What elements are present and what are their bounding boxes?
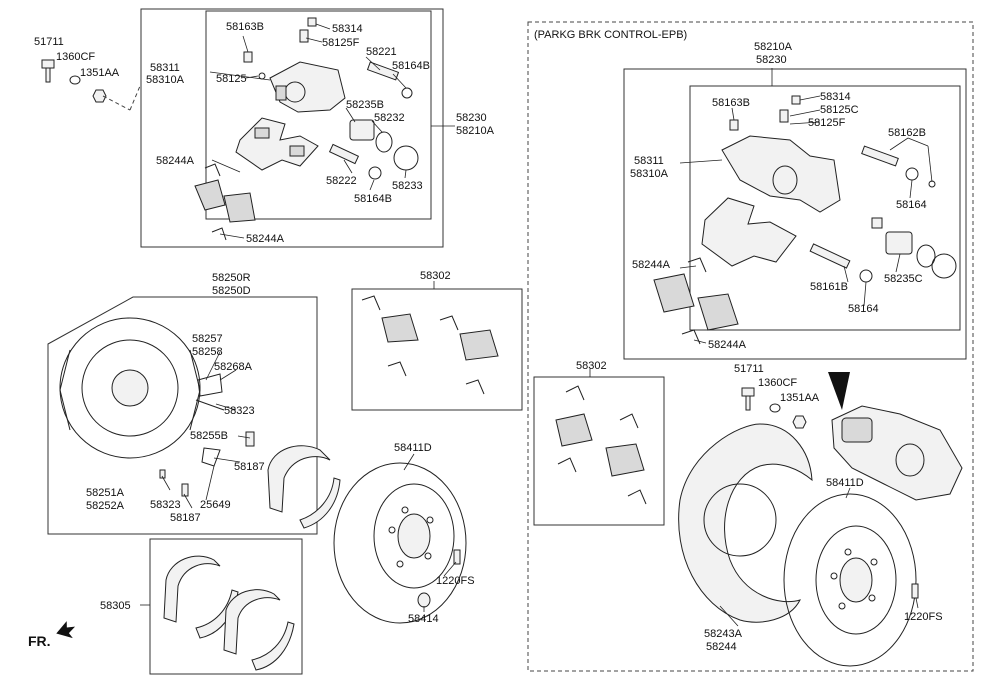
- label-front: FR.: [28, 633, 51, 649]
- label-58323-2: 58323: [150, 499, 181, 511]
- epb-caliper-assembly: [828, 372, 963, 501]
- label-58268a: 58268A: [214, 361, 253, 373]
- drum-brake-box: [47, 296, 318, 535]
- label-58210a-epb: 58210A: [754, 41, 793, 53]
- part-labels: 51711 1360CF 1351AA 58163B 58314 58125F …: [28, 21, 943, 653]
- label-58310a-epb: 58310A: [630, 168, 669, 180]
- label-58305: 58305: [100, 600, 131, 612]
- carrier-bracket-left: [235, 117, 319, 171]
- label-58252a: 58252A: [86, 500, 125, 512]
- label-58414: 58414: [408, 613, 439, 625]
- front-direction-arrow: [56, 621, 76, 639]
- label-58323: 58323: [224, 405, 255, 417]
- caliper-body-right: [721, 135, 841, 213]
- label-58244a-epb-2: 58244A: [708, 339, 747, 351]
- label-58164-epb: 58164: [896, 199, 927, 211]
- label-58255b: 58255B: [190, 430, 228, 442]
- label-58232: 58232: [374, 112, 405, 124]
- label-58250r: 58250R: [212, 272, 251, 284]
- label-58411d: 58411D: [394, 442, 432, 454]
- label-58164-epb-2: 58164: [848, 303, 879, 315]
- mounting-bolts-left: [41, 59, 141, 111]
- epb-dashed-box: [527, 21, 974, 672]
- label-58314-epb: 58314: [820, 91, 851, 103]
- label-58221: 58221: [366, 46, 397, 58]
- caliper-body-left: [269, 61, 346, 113]
- shoes-box: [140, 538, 303, 675]
- label-58187: 58187: [234, 461, 265, 473]
- label-58125c: 58125C: [820, 104, 859, 116]
- label-58244a: 58244A: [156, 155, 195, 167]
- brake-pads-right: [653, 257, 739, 345]
- label-25649: 25649: [200, 499, 231, 511]
- backing-plate: [59, 317, 201, 459]
- pad-kit-box-right: [533, 369, 665, 526]
- label-1351aa-epb: 1351AA: [780, 392, 820, 404]
- label-1360cf-epb: 1360CF: [758, 377, 797, 389]
- label-epb-title: (PARKG BRK CONTROL-EPB): [534, 29, 687, 41]
- parking-brake-group-left: [47, 296, 341, 535]
- label-58302: 58302: [420, 270, 451, 282]
- label-51711: 51711: [34, 36, 64, 48]
- label-58235b: 58235B: [346, 99, 384, 111]
- label-58302-epb: 58302: [576, 360, 607, 372]
- parking-shoes-in-drum-box: [267, 445, 341, 529]
- label-58243a: 58243A: [704, 628, 743, 640]
- label-58244: 58244: [706, 641, 737, 653]
- label-1220fs-epb: 1220FS: [904, 611, 943, 623]
- epb-outer-box: [623, 68, 967, 360]
- label-58125f-epb: 58125F: [808, 117, 846, 129]
- epb-group-right: [527, 21, 974, 672]
- label-58250d: 58250D: [212, 285, 251, 297]
- label-58164b: 58164B: [392, 60, 430, 72]
- caliper-small-parts-right: [729, 95, 957, 283]
- label-58311-epb: 58311: [634, 155, 664, 167]
- label-51711-epb: 51711: [734, 363, 764, 375]
- label-58257: 58257: [192, 333, 223, 345]
- label-58311: 58311: [150, 62, 180, 74]
- caliper-outer-box: [140, 8, 444, 248]
- label-58411d-epb: 58411D: [826, 477, 864, 489]
- label-58210a: 58210A: [456, 125, 495, 137]
- label-58187-2: 58187: [170, 512, 201, 524]
- leaders-drum: [161, 351, 251, 509]
- label-58235c: 58235C: [884, 273, 923, 285]
- label-58244a-2: 58244A: [246, 233, 285, 245]
- label-1360cf: 1360CF: [56, 51, 95, 63]
- label-58244a-epb: 58244A: [632, 259, 671, 271]
- leaders-left-caliper: [209, 23, 407, 239]
- label-1351aa: 1351AA: [80, 67, 120, 79]
- brake-rotor-right: [783, 487, 919, 667]
- label-58314: 58314: [332, 23, 363, 35]
- label-58251a: 58251A: [86, 487, 125, 499]
- brake-rotor-left: [333, 453, 467, 624]
- label-58222: 58222: [326, 175, 357, 187]
- leaders-right-caliper: [679, 95, 933, 344]
- dust-shield-right: [678, 423, 813, 627]
- label-58125f: 58125F: [322, 37, 360, 49]
- label-58125: 58125: [216, 73, 247, 85]
- label-58230-epb: 58230: [756, 54, 787, 66]
- label-58162b: 58162B: [888, 127, 926, 139]
- label-58258: 58258: [192, 346, 223, 358]
- mounting-bolts-right: [741, 387, 807, 429]
- label-58230: 58230: [456, 112, 487, 124]
- brake-pads-left: [194, 163, 256, 241]
- label-1220fs: 1220FS: [436, 575, 475, 587]
- label-58310a: 58310A: [146, 74, 185, 86]
- carrier-bracket-right: [701, 197, 797, 267]
- label-58164b-2: 58164B: [354, 193, 392, 205]
- pad-kit-box-left: [351, 281, 523, 411]
- label-58233: 58233: [392, 180, 423, 192]
- epb-inner-box: [689, 85, 961, 331]
- caliper-group-left: [41, 8, 455, 248]
- caliper-inner-box: [205, 10, 432, 220]
- label-58161b: 58161B: [810, 281, 848, 293]
- label-58163b-epb: 58163B: [712, 97, 750, 109]
- label-58163b: 58163B: [226, 21, 264, 33]
